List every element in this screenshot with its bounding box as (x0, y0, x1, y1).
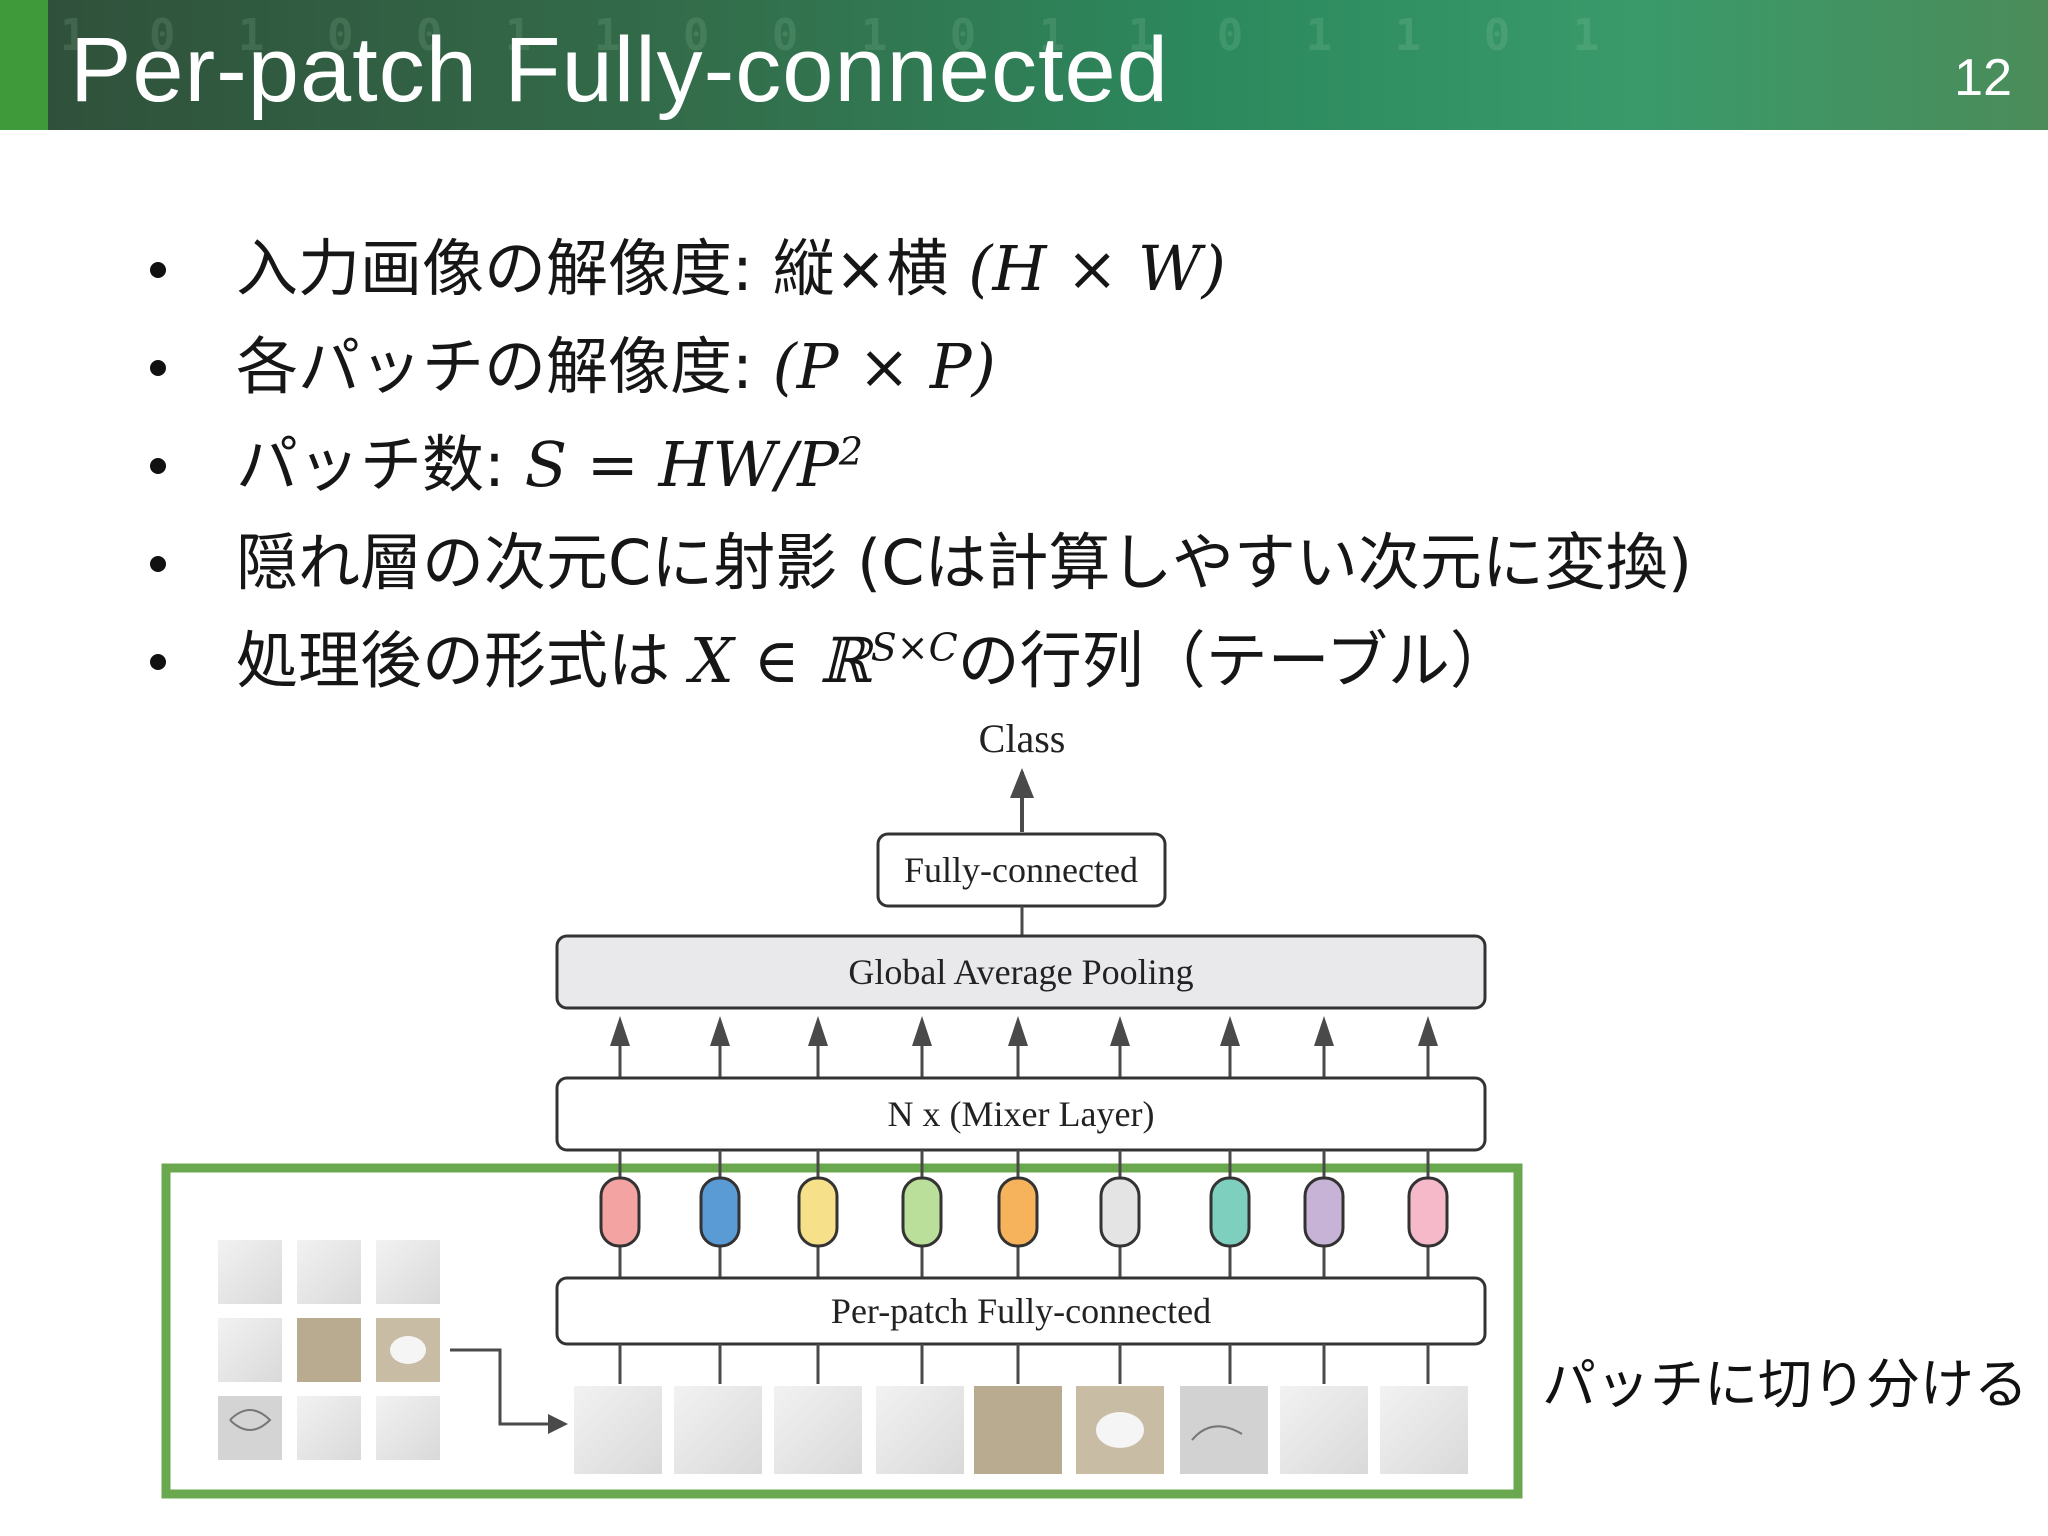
per-patch-fc-label: Per-patch Fully-connected (831, 1291, 1211, 1331)
gap-arrow (1314, 1016, 1334, 1078)
flattened-patch (1280, 1386, 1368, 1474)
bullet-text: 各パッチの解像度: (236, 330, 773, 403)
slide-title: Per-patch Fully-connected (70, 19, 1169, 121)
bullet-math: X ∈ ℝ (689, 624, 871, 697)
header-binary-background: 1 0 1 0 0 1 1 0 0 1 0 1 1 0 1 1 0 1 (60, 10, 1618, 61)
token-capsule (901, 1176, 943, 1248)
input-patch (218, 1240, 282, 1304)
split-arrow-head-icon (548, 1414, 568, 1434)
header-accent-bar (0, 0, 48, 130)
mixer-handle-shape (1096, 1412, 1144, 1448)
bullet-math: S = HW/P (524, 428, 839, 501)
bullet-dot-icon (150, 556, 166, 572)
fully-connected-label: Fully-connected (904, 850, 1138, 890)
token-capsule (599, 1176, 641, 1248)
input-patch (297, 1240, 361, 1304)
bullet-list: 入力画像の解像度: 縦×横 (H × W) 各パッチの解像度: (P × P) … (150, 220, 1692, 710)
token-capsules (599, 1176, 1449, 1248)
page-number: 12 (1954, 49, 2012, 107)
bullet-item: パッチ数: S = HW/P2 (150, 416, 1692, 514)
bullet-dot-icon (150, 360, 166, 376)
gap-arrow (808, 1016, 828, 1078)
mixer-layer-box (555, 1076, 1487, 1152)
global-average-pooling-label: Global Average Pooling (848, 952, 1193, 992)
bullet-item: 各パッチの解像度: (P × P) (150, 318, 1692, 416)
split-arrow (450, 1348, 556, 1426)
bullet-item: 処理後の形式は X ∈ ℝS×Cの行列（テーブル） (150, 612, 1692, 710)
flattened-patch (974, 1386, 1062, 1474)
token-capsule (1407, 1176, 1449, 1248)
token-capsule (1099, 1176, 1141, 1248)
bullet-math: (P × P) (772, 330, 996, 403)
input-patch (218, 1318, 282, 1382)
class-label: Class (979, 716, 1066, 761)
gap-arrow (710, 1016, 730, 1078)
bullet-dot-icon (150, 262, 166, 278)
bullet-text: 隠れ層の次元Cに射影 (Cは計算しやすい次元に変換) (236, 526, 1693, 599)
token-capsule (699, 1176, 741, 1248)
flattened-patch (876, 1386, 964, 1474)
gap-arrow (912, 1016, 932, 1078)
flattened-patch (1380, 1386, 1468, 1474)
bullet-math-superscript: 2 (838, 429, 864, 474)
bullet-text: 入力画像の解像度: 縦×横 (236, 232, 969, 305)
bullet-text: 処理後の形式は (236, 624, 690, 697)
flattened-patch (774, 1386, 862, 1474)
token-capsule (997, 1176, 1039, 1248)
class-arrow-head-icon (1010, 768, 1034, 798)
whisk-shape (229, 1409, 272, 1431)
flattened-patch (574, 1386, 662, 1474)
patch-connectors (618, 1344, 1430, 1384)
token-capsule (1209, 1176, 1251, 1248)
input-patch (376, 1240, 440, 1304)
slide-header: 1 0 1 0 0 1 1 0 0 1 0 1 1 0 1 1 0 1 Per-… (0, 0, 2048, 130)
flattened-patch (674, 1386, 762, 1474)
bullet-text: パッチ数: (236, 428, 525, 501)
input-patch (297, 1318, 361, 1382)
patch-highlight-frame (161, 1163, 1523, 1499)
bullet-math-superscript: S×C (870, 625, 958, 670)
patch-row (574, 1386, 1468, 1474)
bullet-item: 入力画像の解像度: 縦×横 (H × W) (150, 220, 1692, 318)
side-annotation: パッチに切り分ける (1542, 1353, 2028, 1416)
bullet-math: (H × W) (968, 232, 1226, 305)
input-image-grid (218, 1240, 440, 1460)
gap-arrow (1220, 1016, 1240, 1078)
token-connectors (618, 1150, 1430, 1278)
mixer-layer-label: N x (Mixer Layer) (888, 1094, 1155, 1134)
whisk-shape (1191, 1425, 1243, 1441)
global-average-pooling-box (555, 934, 1487, 1010)
gap-arrow (1418, 1016, 1438, 1078)
gap-arrow (1110, 1016, 1130, 1078)
token-capsule (797, 1176, 839, 1248)
gap-arrow (1008, 1016, 1028, 1078)
input-patch (297, 1396, 361, 1460)
bullet-item: 隠れ層の次元Cに射影 (Cは計算しやすい次元に変換) (150, 514, 1692, 612)
input-patch (218, 1396, 282, 1460)
mixer-handle-shape (390, 1336, 426, 1364)
token-capsule (1303, 1176, 1345, 1248)
per-patch-fc-box (555, 1276, 1487, 1346)
flattened-patch (1180, 1386, 1268, 1474)
bullet-text-after: の行列（テーブル） (957, 624, 1512, 697)
gap-arrows (610, 1016, 1438, 1078)
bullet-dot-icon (150, 458, 166, 474)
input-patch (376, 1396, 440, 1460)
bullet-dot-icon (150, 654, 166, 670)
gap-arrow (610, 1016, 630, 1078)
